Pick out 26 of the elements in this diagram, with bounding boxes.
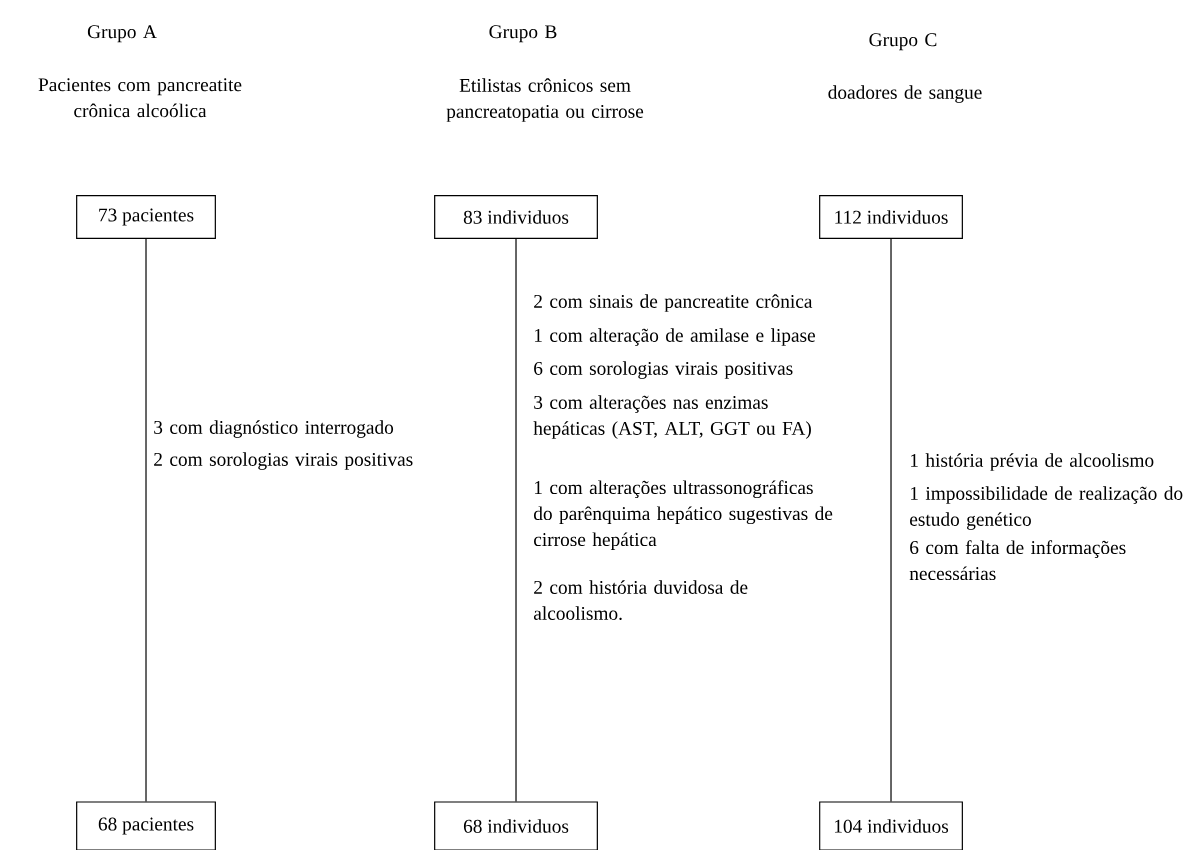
group-heading: Etilistas crônicos sem pancreatopatia ou cirrose [446,78,644,122]
count-box: 83 individuos [434,195,598,239]
group-heading: Grupo B [489,25,557,43]
exclusion-note: 6 com sorologias virais positivas [534,361,793,379]
connector-line [890,238,892,802]
exclusion-note: 2 com história duvidosa de alcoolismo. [533,580,748,620]
group-heading: Pacientes com pancreatite crônica alcoólica [38,78,242,118]
exclusion-note: 3 com diagnóstico interrogado [154,420,394,438]
exclusion-note: 2 com sinais de pancreatite crônica [534,294,813,312]
exclusion-note: 1 impossibilidade de realização do estudo genético [910,486,1183,530]
group-heading: doadores de sangue [828,85,982,103]
count-box: 73 pacientes [76,195,216,239]
connector-line [515,238,517,802]
exclusion-note: 1 com alteração de amilase e lipase [534,328,815,346]
exclusion-note: 1 com alterações ultrassonográficas do parênquima hepático sugestivas de cirrose hepática [533,480,833,550]
count-box: 68 individuos [434,801,598,850]
count-box: 68 pacientes [76,801,216,850]
exclusion-note: 3 com alterações nas enzimas hepáticas (AST, ALT, GGT ou FA) [533,395,811,439]
connector-line [145,238,147,802]
exclusion-note: 2 com sorologias virais positivas [154,452,413,470]
exclusion-note: 6 com falta de informações necessárias [909,540,1126,581]
count-box: 112 individuos [819,195,963,239]
exclusion-note: 1 história prévia de alcoolismo [910,453,1154,471]
group-heading: Grupo A [87,25,157,43]
count-box: 104 individuos [819,801,963,850]
group-heading: Grupo C [869,33,937,51]
